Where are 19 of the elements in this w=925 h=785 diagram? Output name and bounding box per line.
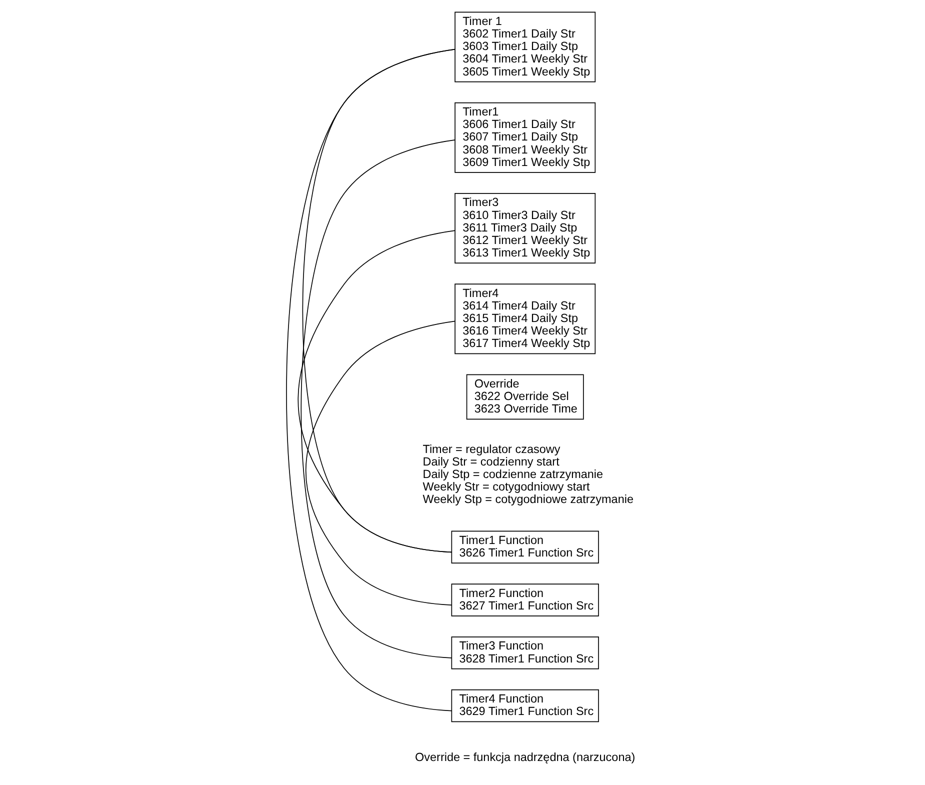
label: Timer = regulator czasowy (422, 442, 560, 456)
connector (286, 48, 455, 712)
node-box: Override 3622 Override Sel 3623 Override Time (466, 374, 584, 420)
node-box: Timer3 3610 Timer3 Daily Str 3611 Timer3 Daily Stp 3612 Timer1 Weekly Str 3613 Timer1 Weekly Stp (454, 193, 596, 264)
label: Weekly Str = cotygodniowy start (422, 480, 590, 494)
label: Weekly Stp = cotygodniowe zatrzymanie (422, 493, 633, 506)
connector (297, 230, 455, 553)
connector (300, 139, 455, 658)
label: Daily Stp = codzienne zatrzymanie (422, 468, 603, 482)
connector (304, 320, 455, 606)
label: Override = funkcja nadrzędna (narzucona) (414, 750, 635, 764)
node-box: Timer4 3614 Timer4 Daily Str 3615 Timer4 Daily Stp 3616 Timer4 Weekly Str 3617 Timer4 Weekly Stp (454, 284, 596, 354)
node-box: Timer1 3606 Timer1 Daily Str 3607 Timer1 Daily Stp 3608 Timer1 Weekly Str 3609 Timer1 Weekly Stp (454, 102, 596, 173)
node-box: Timer2 Function 3627 Timer1 Function Src (450, 584, 598, 616)
node-box: Timer 1 3602 Timer1 Daily Str 3603 Timer1 Daily Stp 3604 Timer1 Weekly Str 3605 Timer1 Weekly Stp (454, 12, 596, 82)
node-box: Timer3 Function 3628 Timer1 Function Src (450, 636, 598, 670)
node-box: Timer4 Function 3629 Timer1 Function Src (450, 689, 598, 722)
node-box: Timer1 Function 3626 Timer1 Function Src (450, 530, 598, 564)
label: Daily Str = codzienny start (422, 455, 559, 468)
